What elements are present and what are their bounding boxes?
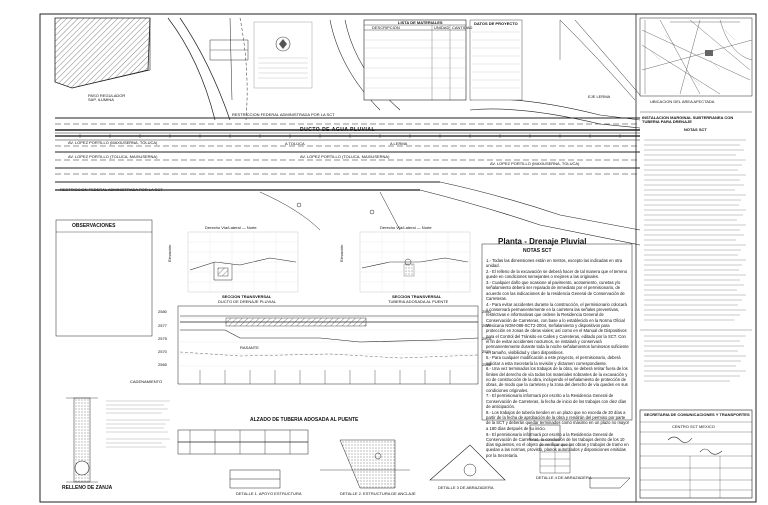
section-left-sub: DUCTO DE DRENAJE PLUVIAL xyxy=(218,299,277,304)
datos-proyecto xyxy=(469,19,523,101)
detalle-2-label: DETALLE 2. ESTRUCTURA DE ANCLAJE xyxy=(340,491,416,496)
road-label-1: AV. LOPEZ PORTILLO (MAXIUSERNA, TOLUCA) xyxy=(68,140,158,145)
title-block-center: CENTRO SCT MEXICO xyxy=(672,424,715,429)
elev-tick-right: 2577 xyxy=(482,323,491,328)
right-notes-lines xyxy=(644,139,746,382)
regulator-label: PASO REGULADOR SAP, ILUMINA xyxy=(88,93,126,102)
title-block-ministry: SECRETARIA DE COMUNICACIONES Y TRANSPORT… xyxy=(644,412,750,417)
materials-col-qty: CANTIDAD xyxy=(452,25,473,30)
section-right-header: Derecho Vía/Lateral — Norte xyxy=(380,225,432,230)
eje-lerma-label: EJE LERMA xyxy=(588,94,611,99)
relleno-title: RELLENO DE ZANJA xyxy=(62,485,113,491)
observaciones-title: OBSERVACIONES xyxy=(72,223,116,229)
abrazadera-detail-3 xyxy=(429,444,506,481)
anclaje-detail xyxy=(320,439,410,489)
elev-tick: 2580 xyxy=(158,309,167,314)
road-label-3: AV. LOPEZ PORTILLO (TOLUCA, MAXIUSERNA) xyxy=(300,154,390,159)
elev-tick: 2570 xyxy=(158,349,167,354)
observaciones-frame xyxy=(55,219,153,337)
road-label-4: AV. LOPEZ PORTILLO (MAXIUSERNA, TOLUCA) xyxy=(490,161,580,166)
section-left-title: SECCION TRANSVERSAL xyxy=(222,294,272,299)
elev-tick-right: 2565 xyxy=(482,362,491,367)
elev-tick: 2575 xyxy=(158,336,167,341)
nota-item: 1.- Todas las dimensiones están en metro… xyxy=(486,258,623,269)
plan-view xyxy=(54,17,641,246)
notas-sct-title: NOTAS SCT xyxy=(523,248,552,254)
nota-item: 6.- Una vez terminados los trabajos de l… xyxy=(486,366,628,393)
elev-tick-right: 2575 xyxy=(482,336,491,341)
materials-table xyxy=(363,19,467,101)
section-right-title: SECCION TRANSVERSAL xyxy=(392,294,442,299)
materials-col-desc: DESCRIPCION xyxy=(372,25,400,30)
elevation-right-label: Elevación xyxy=(339,244,344,262)
lerma-label: A LERMA xyxy=(390,141,408,146)
notas-sct-list: 1.- Todas las dimensiones están en metro… xyxy=(486,258,630,458)
materials-title: LISTA DE MATERIALES xyxy=(398,20,443,25)
nota-item: 8.- Los trabajos de tubería tienden en u… xyxy=(486,409,630,431)
abrazadera-detail-4 xyxy=(529,424,631,489)
elev-tick-right: 2570 xyxy=(482,349,491,354)
right-panel xyxy=(635,14,753,502)
plan-title: Planta - Drenaje Pluvial xyxy=(498,237,587,246)
cadenamiento-label: CADENAMIENTO xyxy=(130,379,163,384)
datos-title: DATOS DE PROYECTO xyxy=(474,21,518,26)
elevation-left-label: Elevación xyxy=(167,244,172,262)
restriction-bottom-label: RESTRICCION FEDERAL ADMINISTRADA POR LA … xyxy=(60,187,163,192)
nota-item: 7.- El permisionario informará por escri… xyxy=(486,393,627,410)
elev-tick: 2565 xyxy=(158,362,167,367)
approval-title: INSTALACION MARGINAL SUBTERRANEA CON TUB… xyxy=(642,115,734,124)
section-right-sub: TUBERIA ADOSADA AL PUENTE xyxy=(388,299,449,304)
nota-item: 3.- Cualquier daño que ocasione al pavim… xyxy=(486,280,625,302)
cross-section-left xyxy=(187,231,299,293)
duct-label: DUCTO DE AGUA PLUVIAL xyxy=(300,127,376,133)
relleno-detail xyxy=(66,397,98,483)
nota-item: 9.- El permisionario informará por escri… xyxy=(486,431,629,458)
nota-item: 4.- Para evitar accidentes durante la co… xyxy=(486,301,629,355)
materials-col-unit: UNIDAD xyxy=(434,25,450,30)
location-label: UBICACION DEL AREA AFECTADA xyxy=(650,99,715,104)
nota-item: 2.- El relleno de la excavación se deber… xyxy=(486,269,628,280)
elev-tick-right: 2580 xyxy=(482,309,491,314)
toluca-label: A TOLUCA xyxy=(285,141,305,146)
government-seal-block xyxy=(253,21,313,89)
alzado-title: ALZADO DE TUBERIA ADOSADA AL PUENTE xyxy=(250,417,359,423)
longitudinal-profile xyxy=(177,305,479,385)
detalle-1-label: DETALLE 1. APOYO ESTRUCTURA xyxy=(236,491,302,496)
notas-sct-frame xyxy=(481,243,633,421)
nota-item: 5.- Para cualquier modificación a este p… xyxy=(486,355,621,366)
section-left-header: Derecho Vía/Lateral — Norte xyxy=(205,225,257,230)
cross-section-right xyxy=(359,231,471,293)
detalle-3-label: DETALLE 3 DE ABRAZADERA xyxy=(438,485,494,490)
detalle-4-label: DETALLE 4 DE ABRAZADERA xyxy=(536,475,592,480)
rasante-label: RASANTE xyxy=(240,345,259,350)
restriction-top-label: RESTRICCION FEDERAL ADMINISTRADA POR LA … xyxy=(232,112,335,117)
relleno-notes-lines xyxy=(106,400,170,448)
road-label-2: AV. LOPEZ PORTILLO (TOLUCA, MAXIUSERNA) xyxy=(68,154,158,159)
elev-tick: 2577 xyxy=(158,323,167,328)
right-notas-title: NOTAS SCT xyxy=(684,127,707,132)
alzado-detail xyxy=(177,429,309,489)
